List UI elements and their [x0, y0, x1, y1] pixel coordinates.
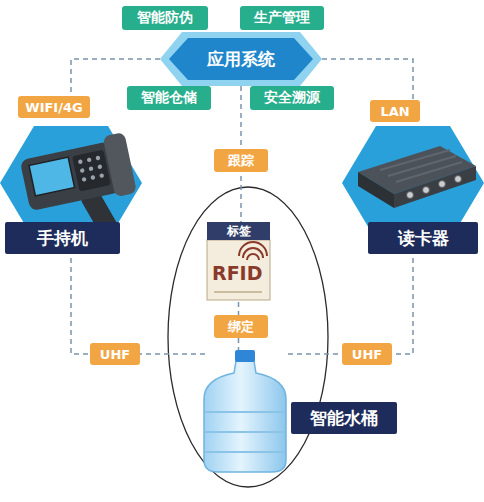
node-text-holder: 智能水桶 — [291, 402, 397, 434]
node-text-holder: 智能仓储 — [127, 86, 211, 110]
node-label: 应用系统 — [207, 48, 275, 71]
rfid-wave — [243, 248, 263, 258]
bottle-cap — [235, 350, 255, 362]
card-text: RFID — [212, 262, 262, 284]
edge-label: LAN — [370, 100, 420, 122]
system-banner: 应用系统 — [160, 32, 322, 86]
node-text-holder: 手持机 — [5, 222, 120, 254]
bottle-illustration — [204, 350, 286, 472]
rfid-card-stripe — [214, 291, 262, 293]
node-text-holder: 读卡器 — [368, 222, 478, 254]
node-label: 智能水桶 — [310, 407, 378, 430]
node-label: 读卡器 — [398, 227, 449, 250]
bottle-body — [204, 361, 286, 472]
device-node: 手持机 — [0, 118, 142, 258]
rfid-wave — [247, 254, 259, 260]
edge-label: UHF — [342, 343, 392, 365]
rfid-card-illustration — [207, 240, 270, 300]
node-text-holder: 标签 — [207, 222, 270, 240]
water-bucket-node: 智能水桶 — [205, 350, 287, 472]
node-label: 智能仓储 — [141, 89, 197, 107]
edge-label: WIFI/4G — [18, 96, 90, 118]
node-label: 标签 — [227, 223, 251, 240]
node-label: 智能防伪 — [137, 9, 193, 27]
node-text-holder: 智能防伪 — [122, 6, 208, 30]
dashed-connector — [71, 258, 205, 354]
edge-label: 绑定 — [214, 315, 268, 338]
device-node: 读卡器 — [342, 118, 484, 258]
edge-label: 跟踪 — [214, 149, 268, 172]
node-label: 生产管理 — [254, 9, 310, 27]
rfid-card — [207, 240, 270, 300]
node-label: 安全溯源 — [264, 89, 320, 107]
node-label: 手持机 — [37, 227, 88, 250]
bottle-ridge — [205, 411, 285, 413]
feature-tag: 生产管理 — [240, 6, 324, 30]
rfid-wave — [239, 242, 267, 256]
bottle-ridge — [205, 451, 285, 453]
node-text-holder: 安全溯源 — [250, 86, 334, 110]
feature-tag: 智能防伪 — [122, 6, 208, 30]
dashed-connector — [287, 258, 413, 354]
feature-tag: 安全溯源 — [250, 86, 334, 110]
banner-inner-hexagon — [169, 38, 313, 80]
node-text-holder: 应用系统 — [160, 32, 322, 86]
node-text-holder: 生产管理 — [240, 6, 324, 30]
feature-tag: 智能仓储 — [127, 86, 211, 110]
tag-bucket-ellipse — [168, 187, 328, 487]
edge-label: UHF — [90, 343, 140, 365]
banner-outer-hexagon — [160, 32, 322, 86]
bottle-ridge — [205, 431, 285, 433]
